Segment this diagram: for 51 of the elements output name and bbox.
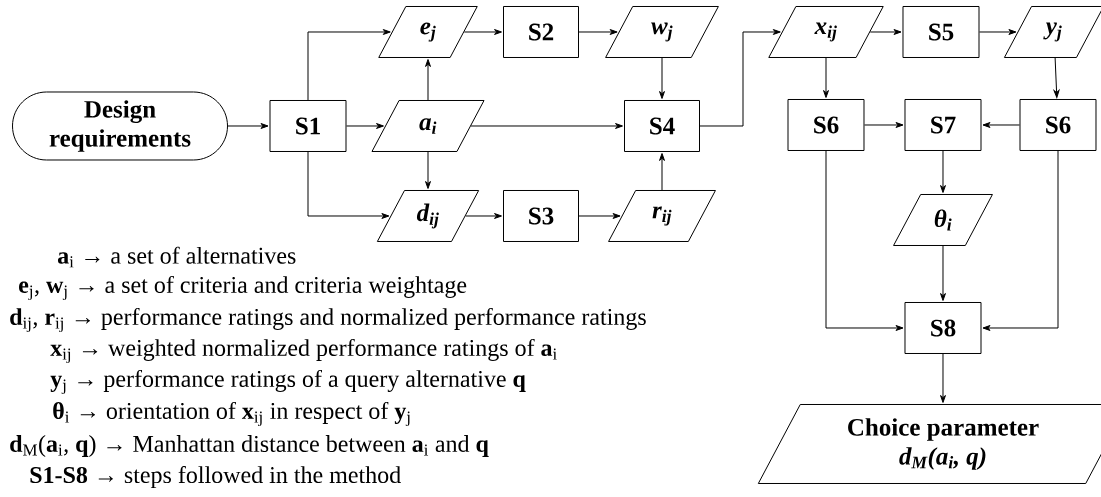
arrow xyxy=(578,213,621,219)
arrow xyxy=(463,29,502,35)
arrow xyxy=(465,213,502,219)
process-box: S2 xyxy=(503,6,579,58)
arrow xyxy=(659,153,665,191)
arrow xyxy=(425,151,431,189)
definition-text: d$_{ij}$, r$_{ij}$ → performance ratings and normalized performance ratings xyxy=(10,307,646,333)
arrow xyxy=(699,29,781,127)
arrow xyxy=(307,151,390,219)
arrow xyxy=(1053,57,1060,98)
arrow xyxy=(982,150,1059,331)
data-parallelogram: x$_{ij}$ xyxy=(768,6,884,58)
process-box: S7 xyxy=(904,99,982,151)
definition-text: x$_{ij}$ → weighted normalized performance ratings of a$_{i}$ xyxy=(50,338,557,364)
process-box: S5 xyxy=(902,6,980,58)
process-box: S1 xyxy=(269,100,347,152)
arrow xyxy=(864,122,904,128)
arrow xyxy=(825,150,904,331)
process-box: S6 xyxy=(1019,99,1097,151)
arrow xyxy=(982,122,1020,128)
definition-text: y$_{j}$ → performance ratings of a query alternative q xyxy=(50,369,526,395)
arrow xyxy=(425,59,431,101)
arrow xyxy=(823,57,829,98)
process-box: S3 xyxy=(503,190,579,242)
arrow xyxy=(227,123,269,129)
data-parallelogram: Choice parameter d$_{M}$(a$_{i}$, q) xyxy=(757,404,1101,484)
arrow xyxy=(659,57,665,99)
arrow xyxy=(307,29,391,101)
arrow xyxy=(869,29,902,35)
arrow xyxy=(346,123,384,129)
process-box: S4 xyxy=(624,100,700,152)
arrow xyxy=(979,29,1017,35)
arrow xyxy=(940,245,946,301)
arrow xyxy=(578,29,618,35)
data-parallelogram: r$_{ij}$ xyxy=(608,190,716,242)
data-parallelogram: y$_{j}$ xyxy=(1003,6,1101,58)
arrow xyxy=(940,150,946,193)
arrow xyxy=(470,123,623,129)
definition-text: e$_{j}$, w$_{j}$ → a set of criteria and criteria weightage xyxy=(19,275,467,301)
definition-text: θ$_{i}$ → orientation of x$_{ij}$ in respect of y$_{j}$ xyxy=(53,401,410,427)
process-box: S8 xyxy=(904,302,982,354)
arrow xyxy=(940,353,946,403)
definition-text: d$_{M}$(a$_{i}$, q) → Manhattan distance between a$_{i}$ and q xyxy=(10,435,489,457)
data-parallelogram: w$_{j}$ xyxy=(605,6,719,58)
definition-text: a$_{i}$ → a set of alternatives xyxy=(58,246,296,268)
data-parallelogram: a$_{i}$ xyxy=(371,100,485,152)
data-parallelogram: θ$_{i}$ xyxy=(893,194,993,246)
data-parallelogram: e$_{j}$ xyxy=(378,6,478,58)
process-box: S6 xyxy=(787,99,865,151)
data-parallelogram: d$_{ij}$ xyxy=(376,190,480,242)
definition-text: S1-S8 → steps followed in the method xyxy=(30,466,401,488)
